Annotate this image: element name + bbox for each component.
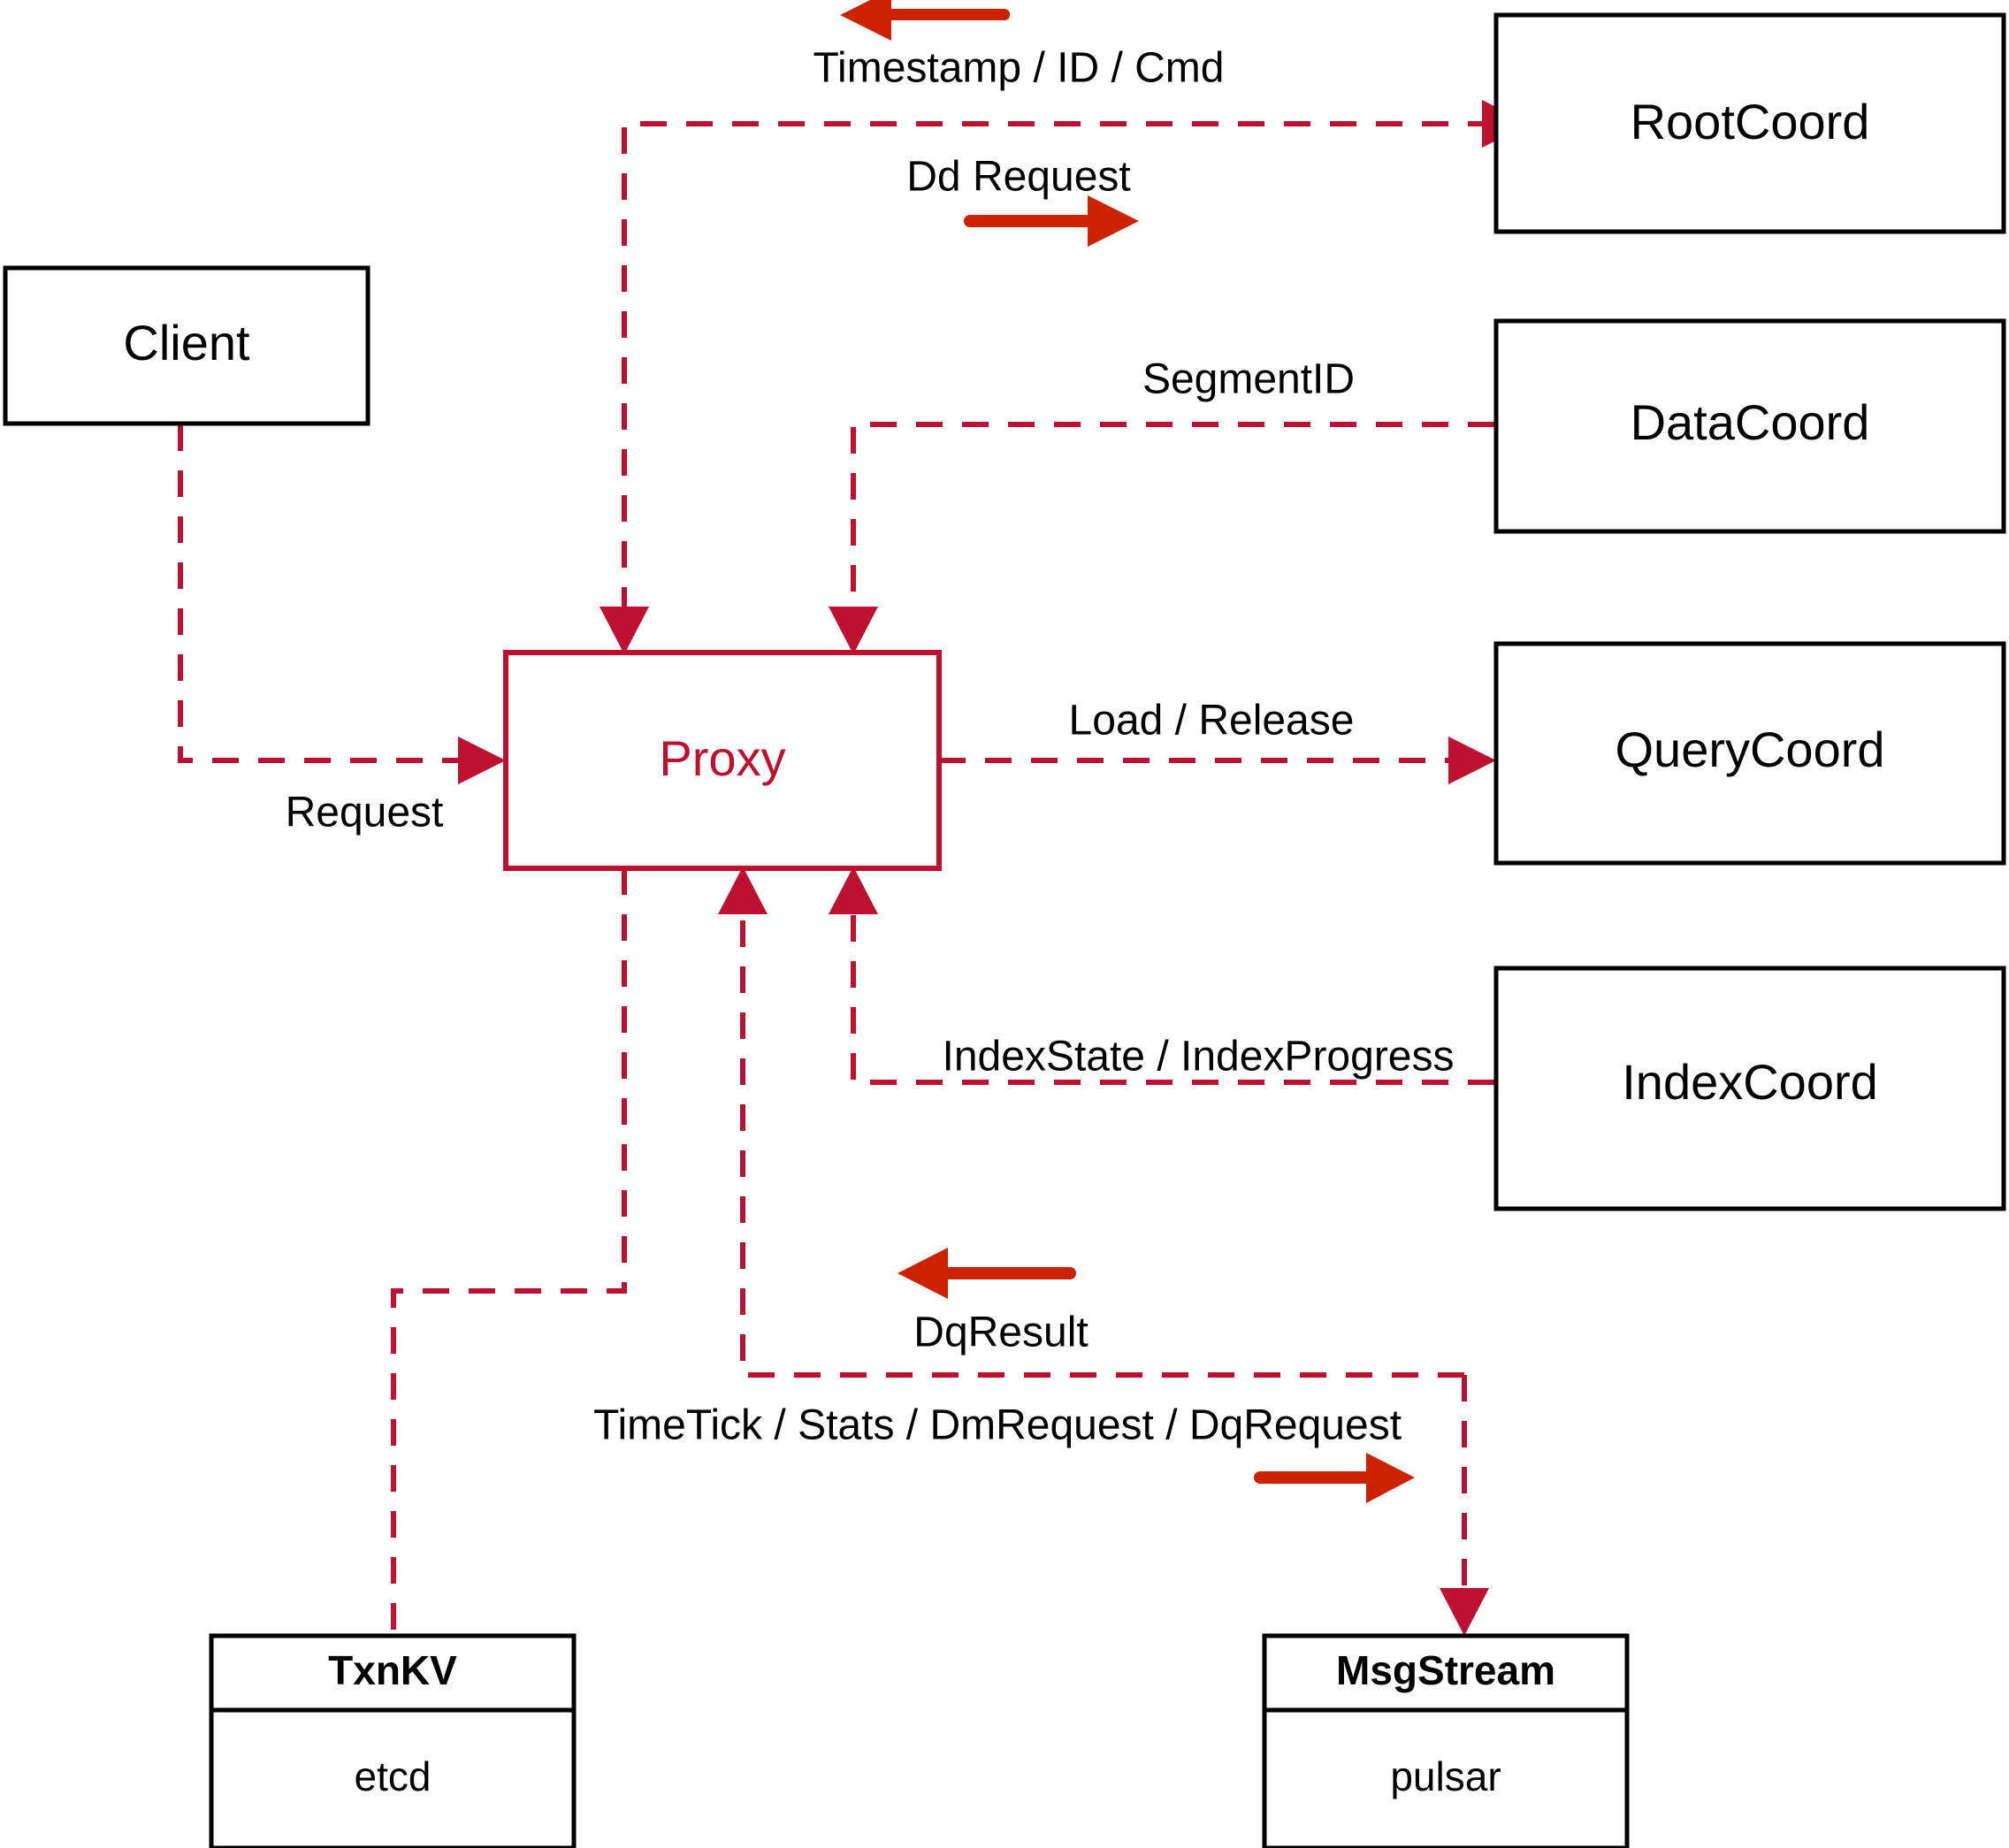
flow-line-proxy-txnkv xyxy=(391,868,627,1636)
node-msgstream-impl: pulsar xyxy=(1390,1753,1501,1799)
edge-label-timestamp-id-cmd: Timestamp / ID / Cmd xyxy=(814,45,1225,92)
node-datacoord[interactable]: DataCoord xyxy=(1493,318,2006,534)
node-client[interactable]: Client xyxy=(3,265,370,426)
flow-line-rootcoord-proxy xyxy=(622,121,1494,619)
arrowhead-into-proxy-top-right xyxy=(829,607,878,654)
arrowhead-into-proxy-bottom-center xyxy=(718,867,768,914)
node-txnkv[interactable]: TxnKV etcd xyxy=(209,1633,577,1848)
node-rootcoord-label: RootCoord xyxy=(1631,94,1870,149)
edge-label-dd-request: Dd Request xyxy=(906,154,1130,201)
direction-arrow-timestamp-id-cmd xyxy=(840,0,1010,41)
node-querycoord[interactable]: QueryCoord xyxy=(1493,641,2006,866)
node-txnkv-impl: etcd xyxy=(355,1753,432,1799)
node-proxy-label: Proxy xyxy=(659,730,785,786)
node-txnkv-title: TxnKV xyxy=(328,1647,457,1693)
node-msgstream-title: MsgStream xyxy=(1336,1647,1555,1693)
flow-line-indexcoord-proxy xyxy=(851,902,1494,1085)
direction-arrow-timetick xyxy=(1254,1453,1415,1503)
node-proxy[interactable]: Proxy xyxy=(503,650,942,871)
node-datacoord-label: DataCoord xyxy=(1631,394,1870,450)
arrowhead-into-querycoord xyxy=(1448,737,1496,784)
flow-line-msgstream-proxy xyxy=(740,902,1464,1378)
arrowhead-into-proxy-left xyxy=(458,737,506,784)
edge-label-timetick-stats-dm-dq: TimeTick / Stats / DmRequest / DqRequest xyxy=(593,1402,1402,1449)
node-rootcoord[interactable]: RootCoord xyxy=(1493,12,2006,234)
node-msgstream[interactable]: MsgStream pulsar xyxy=(1262,1633,1630,1848)
node-indexcoord-label: IndexCoord xyxy=(1622,1054,1878,1110)
node-indexcoord[interactable]: IndexCoord xyxy=(1493,966,2006,1211)
direction-arrow-dd-request xyxy=(964,195,1139,247)
edge-label-load-release: Load / Release xyxy=(1069,698,1355,745)
edge-label-segment-id: SegmentID xyxy=(1142,356,1355,403)
flow-line-datacoord-proxy xyxy=(851,422,1494,619)
node-querycoord-label: QueryCoord xyxy=(1615,722,1884,777)
edge-label-index-state-progress: IndexState / IndexProgress xyxy=(943,1034,1455,1081)
direction-arrow-dq-result xyxy=(898,1248,1076,1299)
arrowhead-into-proxy-top-left xyxy=(600,607,649,654)
flow-line-client-proxy xyxy=(178,424,469,763)
edge-label-dq-result: DqResult xyxy=(913,1310,1088,1356)
node-client-label: Client xyxy=(123,315,250,370)
arrowhead-into-proxy-bottom-right xyxy=(829,867,878,914)
arrowhead-into-msgstream xyxy=(1440,1588,1489,1636)
edge-label-request: Request xyxy=(286,790,444,836)
